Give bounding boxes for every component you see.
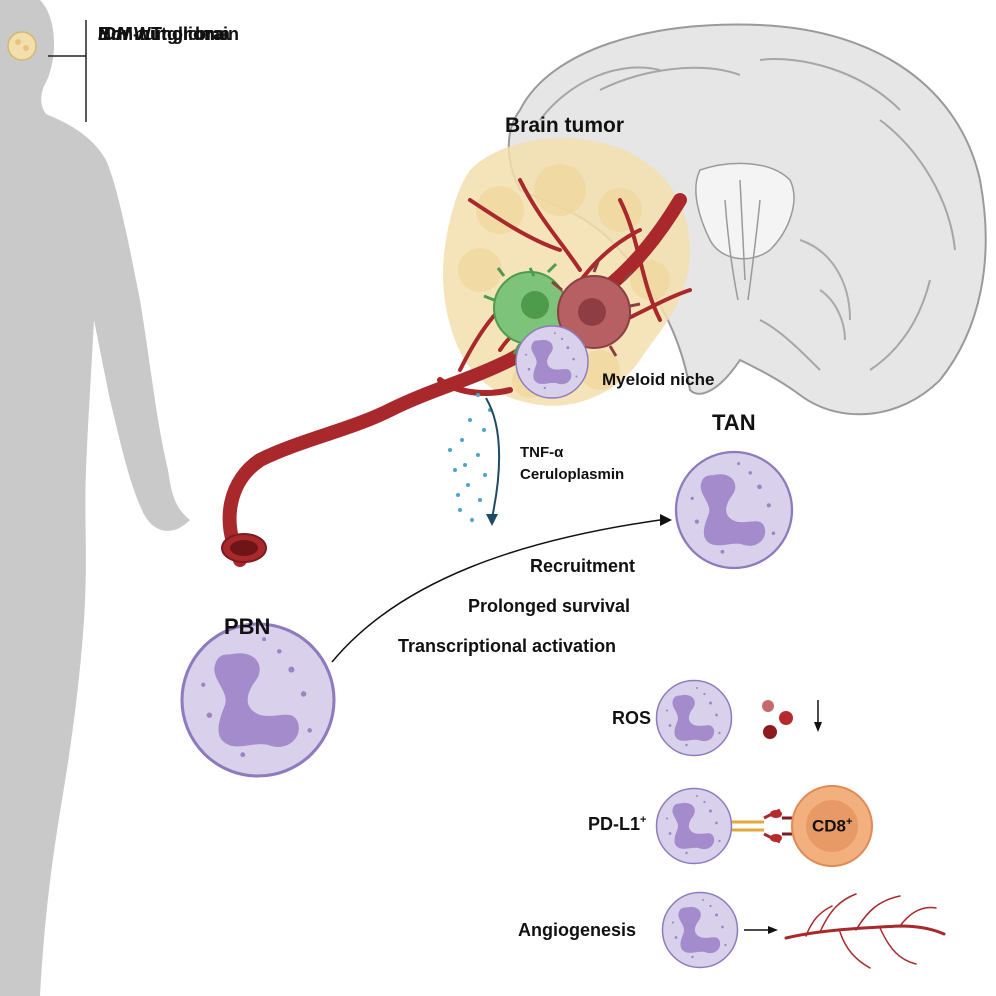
- cd8-label: CD8+: [812, 816, 852, 837]
- legend-item-idh-mut-glioma: IDH mut glioma: [98, 24, 231, 44]
- tan-label: TAN: [712, 410, 756, 435]
- tnf-alpha-label: TNF-α: [520, 444, 564, 461]
- pdl1-label: PD-L1+: [588, 814, 646, 835]
- cd8-text: CD8: [812, 816, 847, 836]
- signal-arrow: [485, 397, 501, 519]
- tan-cell: [674, 450, 794, 570]
- ros-particles: [762, 700, 793, 739]
- myeloid-niche-label: Myeloid niche: [602, 370, 715, 389]
- angio-neutrophil: [661, 891, 739, 969]
- ceruloplasmin-label: Ceruloplasmin: [520, 466, 625, 483]
- signal-arrow-head: [486, 514, 498, 526]
- signal-dots: [448, 393, 492, 522]
- pbn-label: PBN: [224, 614, 271, 639]
- human-silhouette: [0, 0, 190, 996]
- legend-item-idh-wt-glioma: IDH WT glioma: [98, 24, 225, 44]
- pdl1-sup: +: [640, 814, 647, 826]
- red-myeloid-cell: [551, 261, 641, 357]
- recruitment-arrow: [331, 519, 661, 663]
- angio-arrow: [744, 926, 778, 934]
- legend-item-brm: BrM: [98, 24, 133, 44]
- pbn-cell: [180, 622, 336, 778]
- cd8-cell: [791, 785, 873, 867]
- pdl1-text: PD-L1: [588, 814, 641, 834]
- recruitment-label: Recruitment: [530, 556, 636, 576]
- niche-neutrophil: [515, 325, 589, 399]
- prolonged-survival-label: Prolonged survival: [468, 596, 631, 616]
- transcriptional-activation-label: Transcriptional activation: [398, 636, 617, 656]
- brain-tumor-label: Brain tumor: [505, 114, 625, 137]
- brain-icon-on-head: [7, 31, 37, 61]
- brain-section: [507, 23, 987, 416]
- new-vessels: [784, 893, 946, 969]
- ros-label: ROS: [612, 708, 652, 728]
- ros-neutrophil: [655, 679, 733, 757]
- pdl1-neutrophil: [655, 787, 733, 865]
- legend-item-non-tumor-brain: Non-tumor brain: [98, 24, 239, 44]
- cd8-sup: +: [846, 816, 853, 828]
- ros-decrease-arrow: [814, 700, 822, 732]
- angiogenesis-label: Angiogenesis: [518, 920, 637, 940]
- recruitment-arrow-head: [660, 514, 672, 526]
